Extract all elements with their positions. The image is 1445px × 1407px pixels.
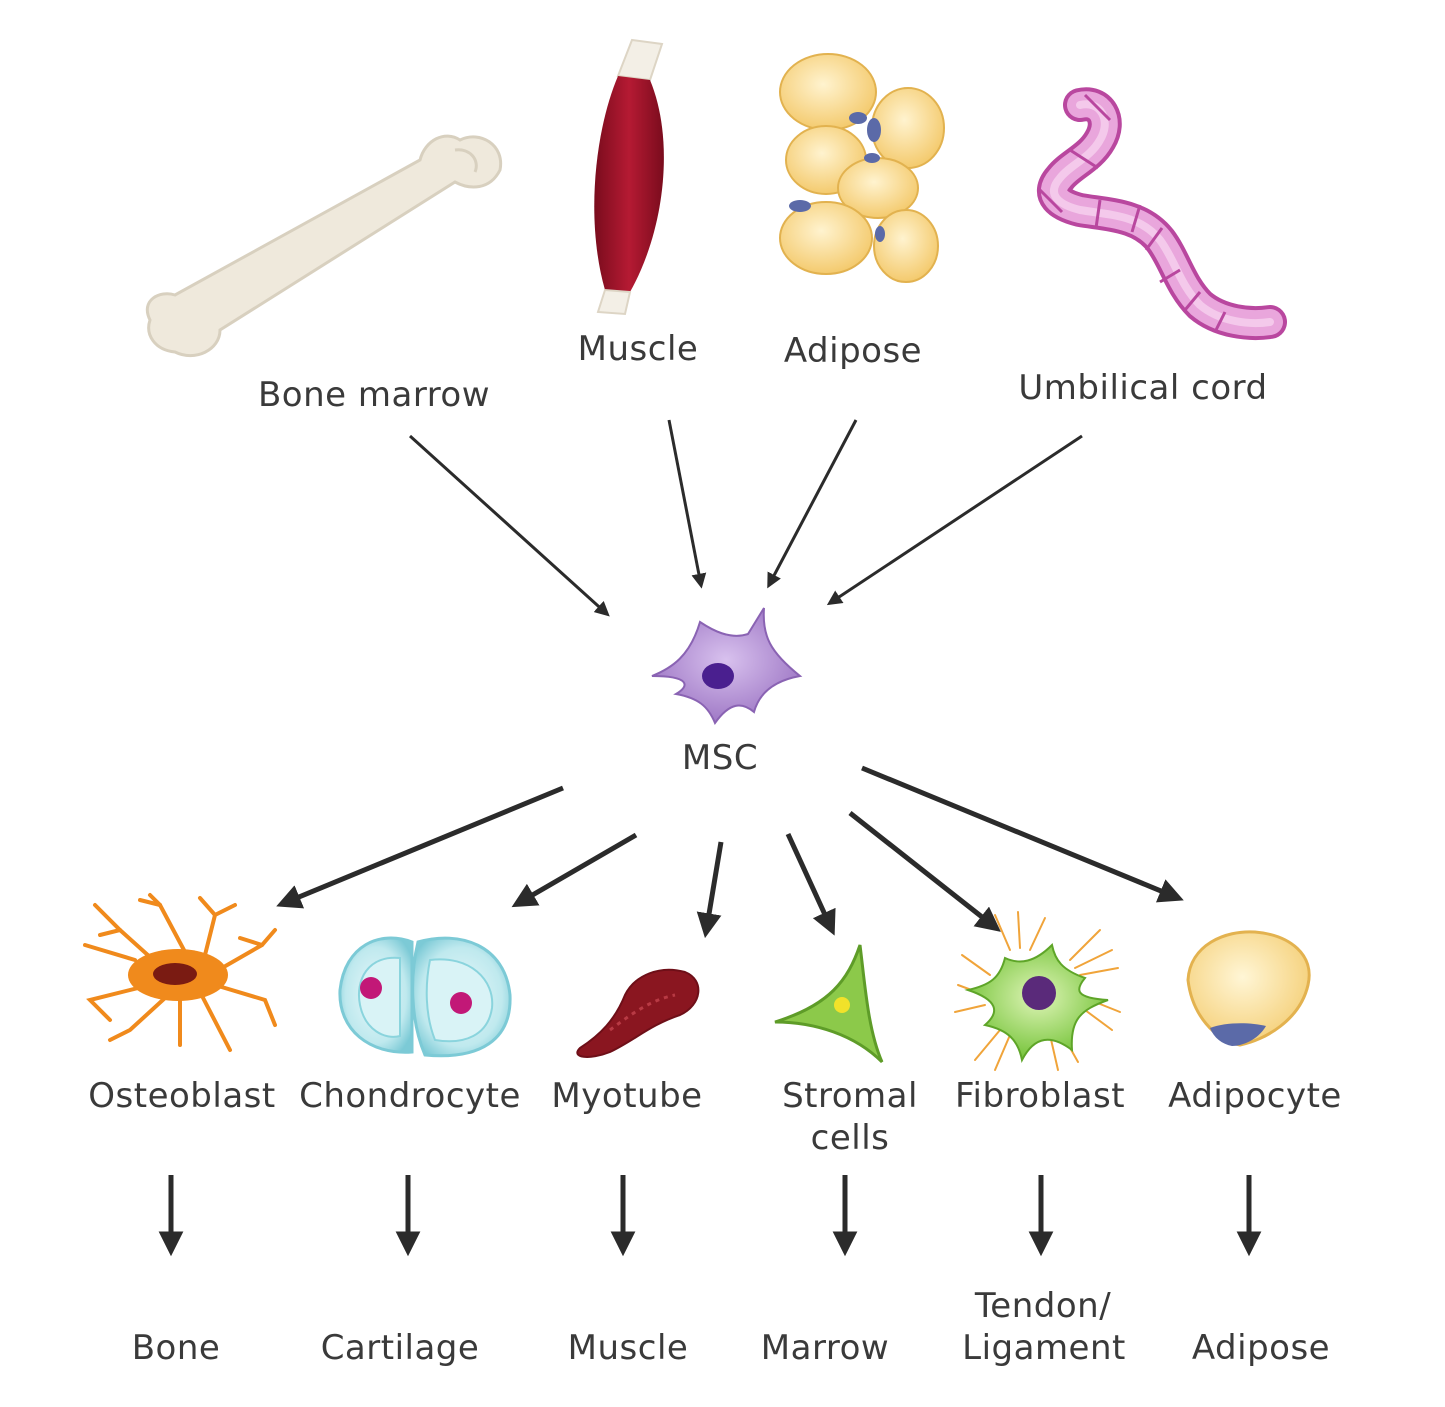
arrow-msc-to-adipocyte (861, 765, 1184, 903)
label-adipose-source: Adipose (783, 331, 923, 371)
label-stromal-line2: cells (810, 1118, 890, 1158)
msc-cell-illustration (651, 607, 803, 726)
myotube-illustration (576, 968, 700, 1058)
arrows-to-tissues (158, 1175, 1262, 1257)
label-cartilage: Cartilage (320, 1328, 480, 1368)
arrows-from-msc (276, 765, 1184, 939)
label-bone-marrow: Bone marrow (257, 375, 491, 415)
arrow-msc-to-osteoblast (276, 785, 564, 909)
label-muscle-source: Muscle (577, 329, 699, 369)
label-tendon-line2: Ligament (962, 1328, 1126, 1368)
bone-illustration (146, 134, 503, 358)
arrow-adipose-to-msc (767, 419, 858, 589)
osteoblast-body (128, 949, 228, 1001)
adipose-tissue-illustration (779, 53, 945, 283)
label-muscle-tissue: Muscle (567, 1328, 689, 1368)
arrow-msc-to-myotube (696, 841, 724, 939)
arrows-to-msc (408, 419, 1083, 617)
label-umbilical-cord: Umbilical cord (1018, 368, 1268, 408)
fibroblast-illustration (954, 911, 1121, 1071)
label-stromal-line1: Stromal (782, 1076, 918, 1116)
label-bone: Bone (131, 1328, 221, 1368)
label-tendon-line1: Tendon/ (974, 1286, 1112, 1326)
label-chondrocyte: Chondrocyte (299, 1076, 521, 1116)
adipocyte-illustration (1186, 930, 1311, 1047)
label-adipocyte: Adipocyte (1168, 1076, 1342, 1116)
label-marrow: Marrow (760, 1328, 890, 1368)
arrow-muscle-to-msc (667, 419, 707, 589)
arrow-bone-marrow-to-msc (408, 434, 610, 617)
label-myotube: Myotube (551, 1076, 703, 1116)
label-fibroblast: Fibroblast (954, 1076, 1126, 1116)
arrow-umbilical-cord-to-msc (826, 434, 1083, 606)
chondrocyte-illustration (338, 936, 512, 1058)
arrow-msc-to-fibroblast (848, 811, 1001, 932)
label-adipose-tissue: Adipose (1191, 1328, 1331, 1368)
osteoblast-illustration (83, 893, 277, 1052)
arrow-msc-to-chondrocyte (511, 832, 638, 908)
stromal-cell-illustration (774, 944, 884, 1064)
label-msc: MSC (681, 738, 759, 778)
label-osteoblast: Osteoblast (88, 1076, 276, 1116)
arrow-msc-to-stromal (785, 832, 836, 936)
umbilical-cord-illustration (1037, 87, 1287, 341)
muscle-illustration (594, 38, 664, 316)
